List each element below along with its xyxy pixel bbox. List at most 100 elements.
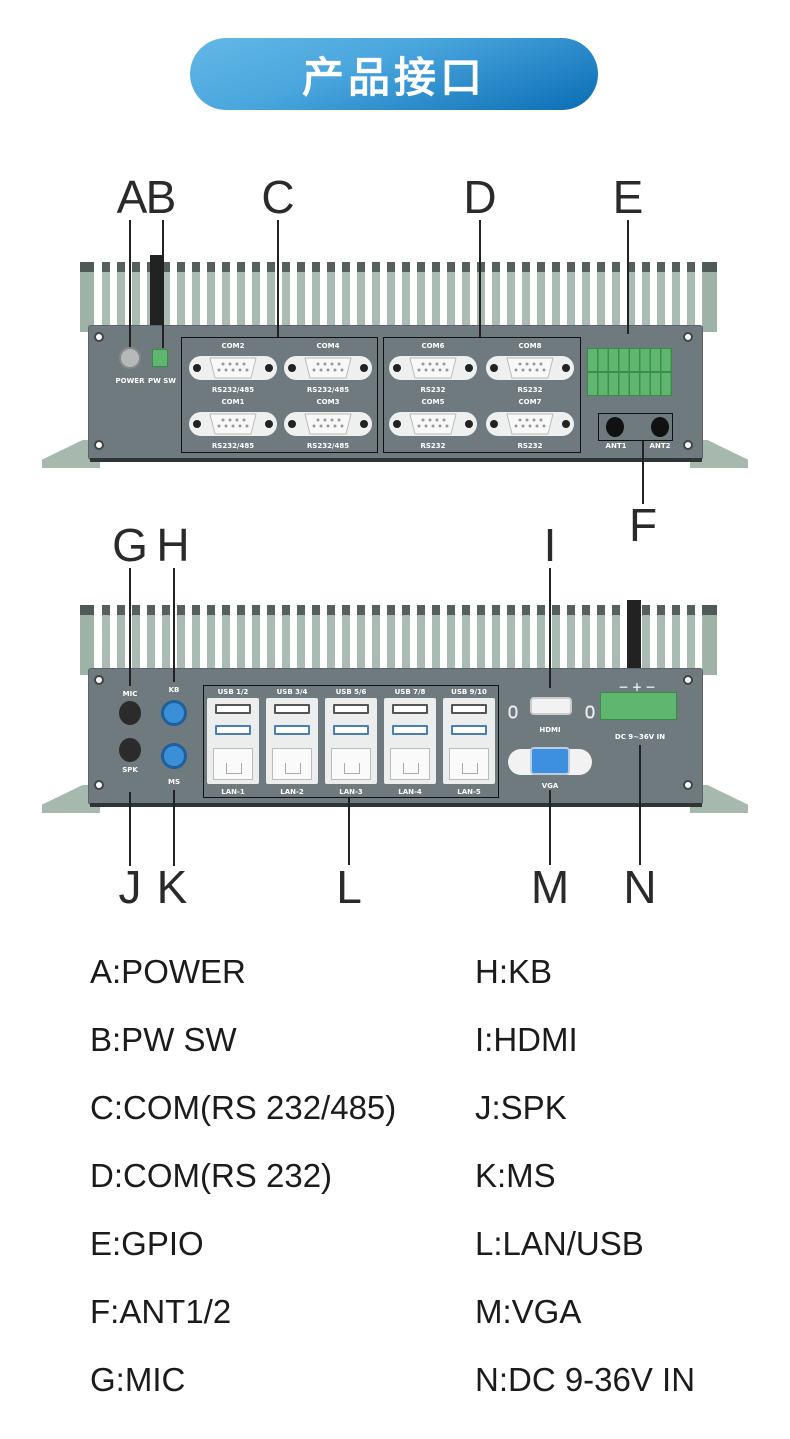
leader-line: [549, 568, 551, 688]
db9-com-port: [283, 409, 373, 439]
com-type-label: RS232/485: [211, 386, 255, 394]
screw-icon: [94, 440, 104, 450]
dc-polarity-label: － ＋ －: [618, 683, 656, 694]
com-name-label: COM3: [316, 398, 340, 406]
usb-port: [451, 725, 487, 735]
com-rs232-group: [383, 337, 581, 453]
db9-com-port: [485, 409, 575, 439]
usb-port: [333, 725, 369, 735]
com-name-label: COM8: [518, 342, 542, 350]
com-rs232-485-group: [181, 337, 378, 453]
callout-k: K: [156, 861, 188, 913]
com-name-label: COM6: [421, 342, 445, 350]
heatsink-fins: [95, 262, 705, 332]
usb-label: USB 5/6: [335, 688, 367, 696]
usb-lan-stack: [325, 698, 377, 784]
leader-line: [479, 220, 481, 337]
page-title: 产品接口: [301, 52, 486, 102]
callout-a: A: [116, 171, 148, 223]
dc-power-terminal: [600, 692, 677, 720]
leader-line: [129, 792, 131, 866]
mic-label: MIC: [122, 690, 138, 698]
screw-icon: [94, 675, 104, 685]
screw-icon: [683, 440, 693, 450]
usb-port: [274, 725, 310, 735]
com-type-label: RS232: [517, 386, 543, 394]
callout-n: N: [623, 861, 657, 913]
hdmi-port: [530, 697, 572, 715]
base-edge: [90, 803, 702, 807]
usb-port: [215, 704, 251, 714]
pw-sw-label: PW SW: [147, 377, 177, 385]
leader-line: [173, 568, 175, 682]
legend-item: H:KB: [475, 953, 553, 990]
usb-label: USB 9/10: [451, 688, 487, 696]
base-edge: [90, 458, 702, 462]
hex-screw-icon: [508, 705, 518, 719]
usb-lan-stack: [266, 698, 318, 784]
db9-com-port: [283, 353, 373, 383]
heatsink-fins: [95, 605, 705, 675]
heatsink-fin-tops: [95, 605, 705, 615]
lan-label: LAN-3: [339, 788, 363, 796]
callout-f: F: [628, 499, 658, 551]
leader-line: [549, 790, 551, 865]
usb-port: [274, 704, 310, 714]
legend-item: B:PW SW: [90, 1021, 237, 1058]
mic-jack: [119, 701, 141, 725]
leader-line: [129, 568, 131, 686]
callout-h: H: [156, 519, 190, 571]
ant2-connector: [651, 417, 669, 437]
rj45-lan-port: [449, 748, 489, 780]
screw-icon: [683, 332, 693, 342]
leader-line: [277, 220, 279, 337]
screw-icon: [683, 780, 693, 790]
legend-item: J:SPK: [475, 1089, 567, 1126]
leader-line: [129, 220, 131, 347]
leader-line: [627, 220, 629, 334]
callout-b: B: [145, 171, 177, 223]
hdmi-label: HDMI: [539, 726, 561, 734]
mount-screw: [150, 255, 164, 327]
heatsink-edge: [703, 262, 717, 332]
db9-com-port: [388, 409, 478, 439]
legend-item: K:MS: [475, 1157, 556, 1194]
usb-port: [215, 725, 251, 735]
com-name-label: COM4: [316, 342, 340, 350]
callout-i: I: [543, 519, 557, 571]
ps2-ms-port: [161, 743, 187, 769]
title-banner: 产品接口: [190, 38, 598, 110]
power-button[interactable]: [119, 347, 141, 369]
db9-com-port: [485, 353, 575, 383]
leader-line: [348, 798, 350, 865]
legend-item: D:COM(RS 232): [90, 1157, 333, 1194]
com-type-label: RS232: [420, 386, 446, 394]
power-label: POWER: [115, 377, 145, 385]
vga-label: VGA: [541, 782, 559, 790]
ant1-label: ANT1: [605, 442, 627, 450]
lan-usb-group: [203, 685, 499, 798]
callout-e: E: [612, 171, 644, 223]
lan-label: LAN-1: [221, 788, 245, 796]
screw-icon: [683, 675, 693, 685]
callout-g: G: [112, 519, 148, 571]
legend-item: E:GPIO: [90, 1225, 204, 1262]
db9-com-port: [388, 353, 478, 383]
com-name-label: COM2: [221, 342, 245, 350]
com-type-label: RS232/485: [211, 442, 255, 450]
vga-port: [530, 747, 570, 775]
screw-icon: [94, 332, 104, 342]
hex-screw-icon: [585, 705, 595, 719]
callout-c: C: [261, 171, 295, 223]
legend-item: N:DC 9-36V IN: [475, 1361, 696, 1398]
rj45-lan-port: [272, 748, 312, 780]
com-name-label: COM1: [221, 398, 245, 406]
legend-item: F:ANT1/2: [90, 1293, 232, 1330]
callout-l: L: [336, 861, 362, 913]
callout-d: D: [463, 171, 497, 223]
gpio-divider: [587, 371, 672, 373]
db9-com-port: [188, 409, 278, 439]
legend-item: G:MIC: [90, 1361, 186, 1398]
rj45-lan-port: [390, 748, 430, 780]
leader-line: [173, 790, 175, 866]
